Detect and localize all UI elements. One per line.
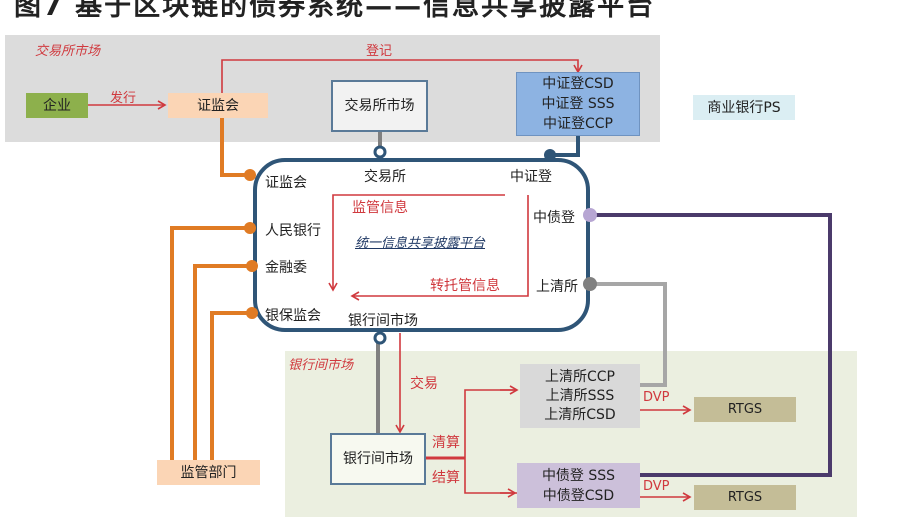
transfer-custody-label: 转托管信息 [430, 278, 500, 294]
register-label: 登记 [366, 44, 393, 59]
shch-sss: 上清所SSS [545, 387, 615, 404]
node-pboc: 人民银行 [265, 223, 321, 239]
regulators-box: 监管部门 [157, 460, 260, 485]
csdc-csd: 中证登CSD [542, 76, 614, 92]
commercial-bank-box: 商业银行PS [693, 95, 795, 120]
ccdc-box: 中债登 SSS 中债登CSD [517, 463, 640, 508]
dvp-label-2: DVP [643, 479, 670, 494]
interbank-region-label: 银行间市场 [288, 358, 354, 373]
node-csrc: 证监会 [265, 175, 307, 191]
platform-name: 统一信息共享披露平台 [355, 236, 486, 251]
node-interbank: 银行间市场 [348, 313, 418, 329]
ccdc-csd: 中债登CSD [542, 487, 615, 504]
platform-frame [253, 158, 590, 332]
shch-box: 上清所CCP 上清所SSS 上清所CSD [520, 364, 640, 428]
node-shch: 上清所 [536, 279, 578, 295]
node-ccdc: 中债登 [533, 210, 575, 226]
trade-label: 交易 [410, 376, 438, 392]
csdc-ccp: 中证登CCP [543, 116, 613, 132]
node-exchange: 交易所 [364, 169, 406, 185]
node-csdc: 中证登 [510, 169, 552, 185]
rtgs-box-1: RTGS [694, 397, 796, 422]
figure-title: 图7 基于区块链的债券系统——信息共享披露平台 [14, 0, 656, 22]
enterprise-box: 企业 [26, 93, 88, 118]
csdc-sss: 中证登 SSS [541, 96, 615, 112]
csdc-box: 中证登CSD 中证登 SSS 中证登CCP [516, 72, 640, 136]
clearing-label: 清算 [432, 435, 460, 451]
node-cbirc: 银保监会 [265, 308, 321, 324]
node-fsdc: 金融委 [265, 260, 307, 276]
shch-ccp: 上清所CCP [545, 368, 615, 385]
rtgs-box-2: RTGS [694, 485, 796, 510]
supervision-info-label: 监管信息 [352, 200, 408, 216]
csrc-box: 证监会 [168, 93, 268, 118]
shch-csd: 上清所CSD [544, 406, 616, 423]
interbank-market-box: 银行间市场 [330, 433, 426, 485]
exchange-region-label: 交易所市场 [35, 44, 101, 59]
exchange-market-box: 交易所市场 [331, 80, 428, 132]
issue-label: 发行 [110, 91, 137, 106]
dvp-label-1: DVP [643, 390, 670, 405]
ccdc-sss: 中债登 SSS [541, 467, 616, 484]
settlement-label: 结算 [432, 470, 460, 486]
